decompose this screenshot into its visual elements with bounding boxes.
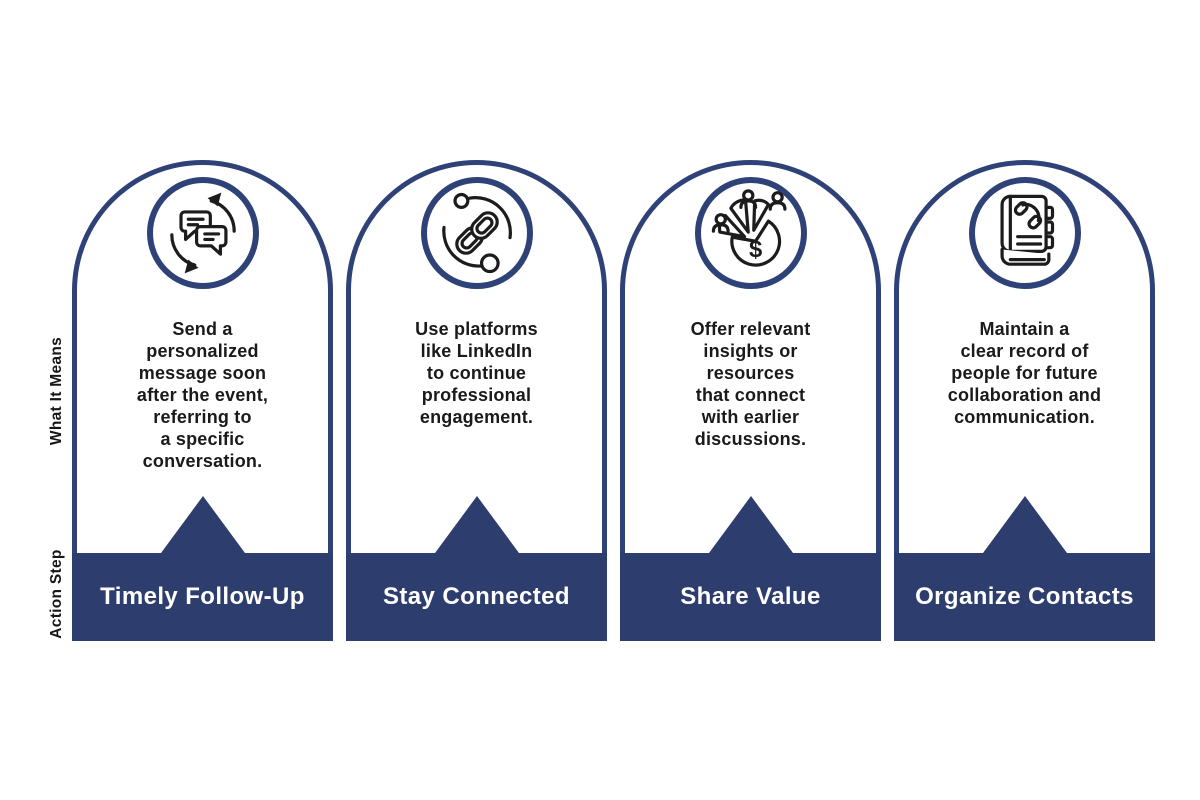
what-it-means-text: Offer relevant insights or resources tha… [690,319,811,449]
column-card-timely-follow-up: Send a personalized message soon after t… [72,160,333,641]
chain-link-icon [441,192,512,274]
chat-refresh-icon [169,192,236,274]
action-step-label: Organize Contacts [915,583,1134,610]
arch-outline [346,160,607,641]
svg-text:$: $ [748,236,761,263]
phonebook-icon [999,194,1054,266]
what-it-means-text: Send a personalized message soon after t… [136,319,269,471]
banner-notch-triangle [708,496,793,553]
arch-outline [620,160,881,641]
icon-badge [968,177,1081,289]
action-step-label: Timely Follow-Up [100,583,305,610]
column-card-share-value: $ Offer relevant insights or resources t… [620,160,881,641]
column-card-stay-connected: Use platforms like LinkedIn to continue … [346,160,607,641]
row-label-what-it-means: What It Means [48,336,65,446]
icon-badge [420,177,533,289]
column-card-organize-contacts: Maintain a clear record of people for fu… [894,160,1155,641]
banner-notch-triangle [434,496,519,553]
banner-notch-triangle [160,496,245,553]
banner-notch-triangle [982,496,1067,553]
action-step-banner: Timely Follow-Up [72,496,333,641]
icon-badge [146,177,259,289]
action-step-banner: Share Value [620,496,881,641]
action-step-label: Share Value [680,583,821,610]
action-step-banner: Stay Connected [346,496,607,641]
arch-outline [894,160,1155,641]
what-it-means-text: Maintain a clear record of people for fu… [947,319,1102,427]
arch-outline [72,160,333,641]
action-step-banner: Organize Contacts [894,496,1155,641]
action-step-label: Stay Connected [383,583,570,610]
what-it-means-text: Use platforms like LinkedIn to continue … [415,319,538,427]
pie-chart-people-dollar-icon: $ [711,189,787,267]
row-label-action-step: Action Step [48,549,65,639]
icon-badge: $ [694,177,807,289]
